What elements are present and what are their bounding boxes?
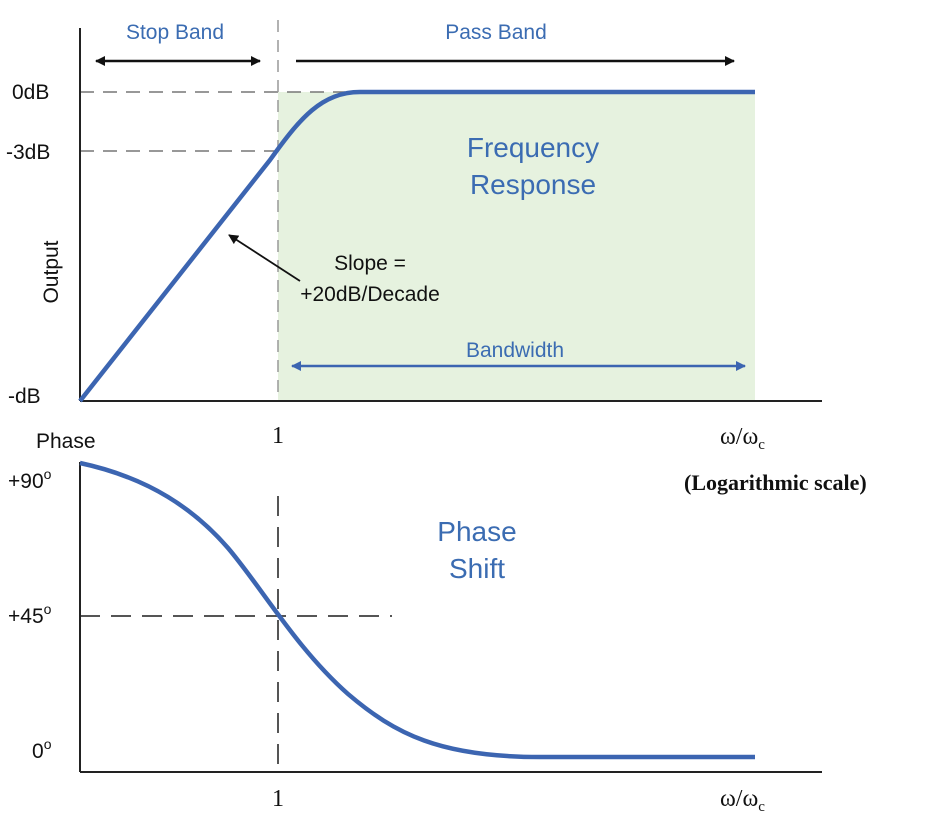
phase-shift-plot: Phase +90o +45o 0o Phase Shift 1 ω/ωc xyxy=(8,430,822,815)
top-x-axis-omega: ω/ω xyxy=(720,424,758,450)
frequency-response-line2: Response xyxy=(470,169,596,200)
bandwidth-label: Bandwidth xyxy=(466,339,564,362)
slope-pointer-arrow xyxy=(228,234,301,282)
degree-symbol-45: o xyxy=(44,601,52,617)
degree-symbol-90: o xyxy=(44,466,52,482)
top-x-marker-1: 1 xyxy=(272,423,284,449)
top-x-axis-label: ω/ωc xyxy=(720,424,765,453)
y-tick-minus-3db: -3dB xyxy=(6,141,50,164)
logarithmic-scale-note: (Logarithmic scale) xyxy=(684,470,867,495)
pass-band-label: Pass Band xyxy=(445,21,547,44)
pass-band-region xyxy=(278,92,755,401)
phase-shift-curve xyxy=(79,460,755,760)
y-tick-plus-90: +90o xyxy=(8,466,52,493)
degree-symbol-0: o xyxy=(44,736,52,752)
phase-axis-label: Phase xyxy=(36,430,96,453)
bottom-x-marker-1: 1 xyxy=(272,786,284,812)
top-x-axis-sub: c xyxy=(758,437,765,453)
stop-band-label: Stop Band xyxy=(126,21,224,44)
y-tick-minus-db: -dB xyxy=(8,385,41,408)
y-tick-plus-90-value: +90 xyxy=(8,470,44,493)
bottom-x-axis-label: ω/ωc xyxy=(720,786,765,815)
y-tick-0db: 0dB xyxy=(12,81,49,104)
slope-label-line2: +20dB/Decade xyxy=(300,283,440,306)
y-tick-0: 0o xyxy=(32,736,52,763)
y-tick-0-value: 0 xyxy=(32,740,44,763)
output-axis-label: Output xyxy=(40,240,63,303)
slope-label-line1: Slope = xyxy=(334,252,406,275)
frequency-response-plot: Stop Band Pass Band 0dB -3dB -dB Output … xyxy=(6,20,867,495)
phase-shift-line2: Shift xyxy=(449,553,505,584)
y-tick-plus-45: +45o xyxy=(8,601,52,628)
y-tick-plus-45-value: +45 xyxy=(8,605,44,628)
bottom-x-axis-sub: c xyxy=(758,799,765,815)
frequency-response-curve xyxy=(78,89,755,403)
frequency-response-line1: Frequency xyxy=(467,132,599,163)
bottom-x-axis-omega: ω/ω xyxy=(720,786,758,812)
phase-shift-line1: Phase xyxy=(437,516,516,547)
